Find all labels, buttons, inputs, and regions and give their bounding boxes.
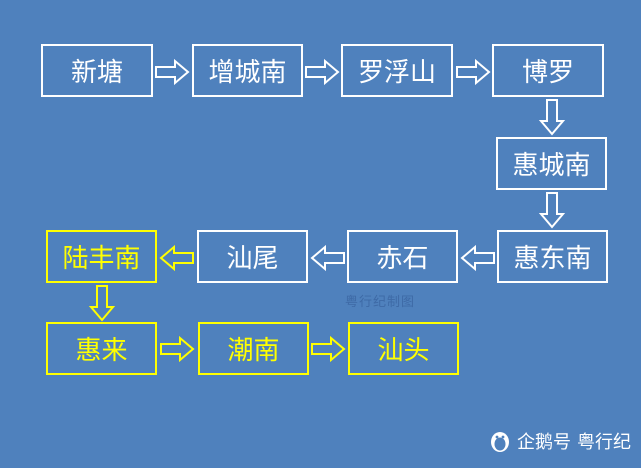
station-shanwei: 汕尾 xyxy=(197,230,308,283)
watermark-text: 粤行纪制图 xyxy=(345,295,416,310)
left-arrow-icon xyxy=(460,244,495,272)
station-label: 增城南 xyxy=(208,58,287,88)
station-huidongnan: 惠东南 xyxy=(497,230,608,283)
station-label: 赤石 xyxy=(376,244,429,274)
station-label: 新塘 xyxy=(70,58,123,88)
right-arrow-icon xyxy=(311,335,346,363)
left-arrow-icon xyxy=(159,244,194,272)
left-arrow-icon xyxy=(310,244,345,272)
station-luofushan: 罗浮山 xyxy=(341,44,453,97)
station-huichengnan: 惠城南 xyxy=(496,137,607,190)
station-huilai: 惠来 xyxy=(46,322,157,375)
right-arrow-icon xyxy=(160,335,195,363)
station-label: 博罗 xyxy=(521,58,574,88)
station-xintang: 新塘 xyxy=(41,44,153,97)
station-zengchengnan: 增城南 xyxy=(192,44,303,97)
station-lufengnan: 陆丰南 xyxy=(46,230,157,283)
down-arrow-icon xyxy=(538,99,566,136)
down-arrow-icon xyxy=(538,192,566,229)
station-shantou: 汕头 xyxy=(348,322,459,375)
author-name: 粤行纪 xyxy=(577,432,631,453)
station-boluo: 博罗 xyxy=(492,44,604,97)
penguin-logo-icon xyxy=(491,432,509,452)
station-label: 潮南 xyxy=(227,336,280,366)
station-label: 惠城南 xyxy=(512,151,591,181)
down-arrow-icon xyxy=(88,285,116,322)
station-label: 汕头 xyxy=(377,336,430,366)
footer-credit: 企鹅号 粤行纪 xyxy=(489,428,631,454)
station-label: 罗浮山 xyxy=(357,58,436,88)
station-chishi: 赤石 xyxy=(347,230,458,283)
right-arrow-icon xyxy=(305,58,340,86)
right-arrow-icon xyxy=(456,58,491,86)
station-label: 惠来 xyxy=(75,336,128,366)
station-label: 陆丰南 xyxy=(62,244,141,274)
station-label: 惠东南 xyxy=(513,244,592,274)
right-arrow-icon xyxy=(155,58,190,86)
station-chaonan: 潮南 xyxy=(198,322,309,375)
station-label: 汕尾 xyxy=(226,244,279,274)
platform-name: 企鹅号 xyxy=(517,432,571,453)
